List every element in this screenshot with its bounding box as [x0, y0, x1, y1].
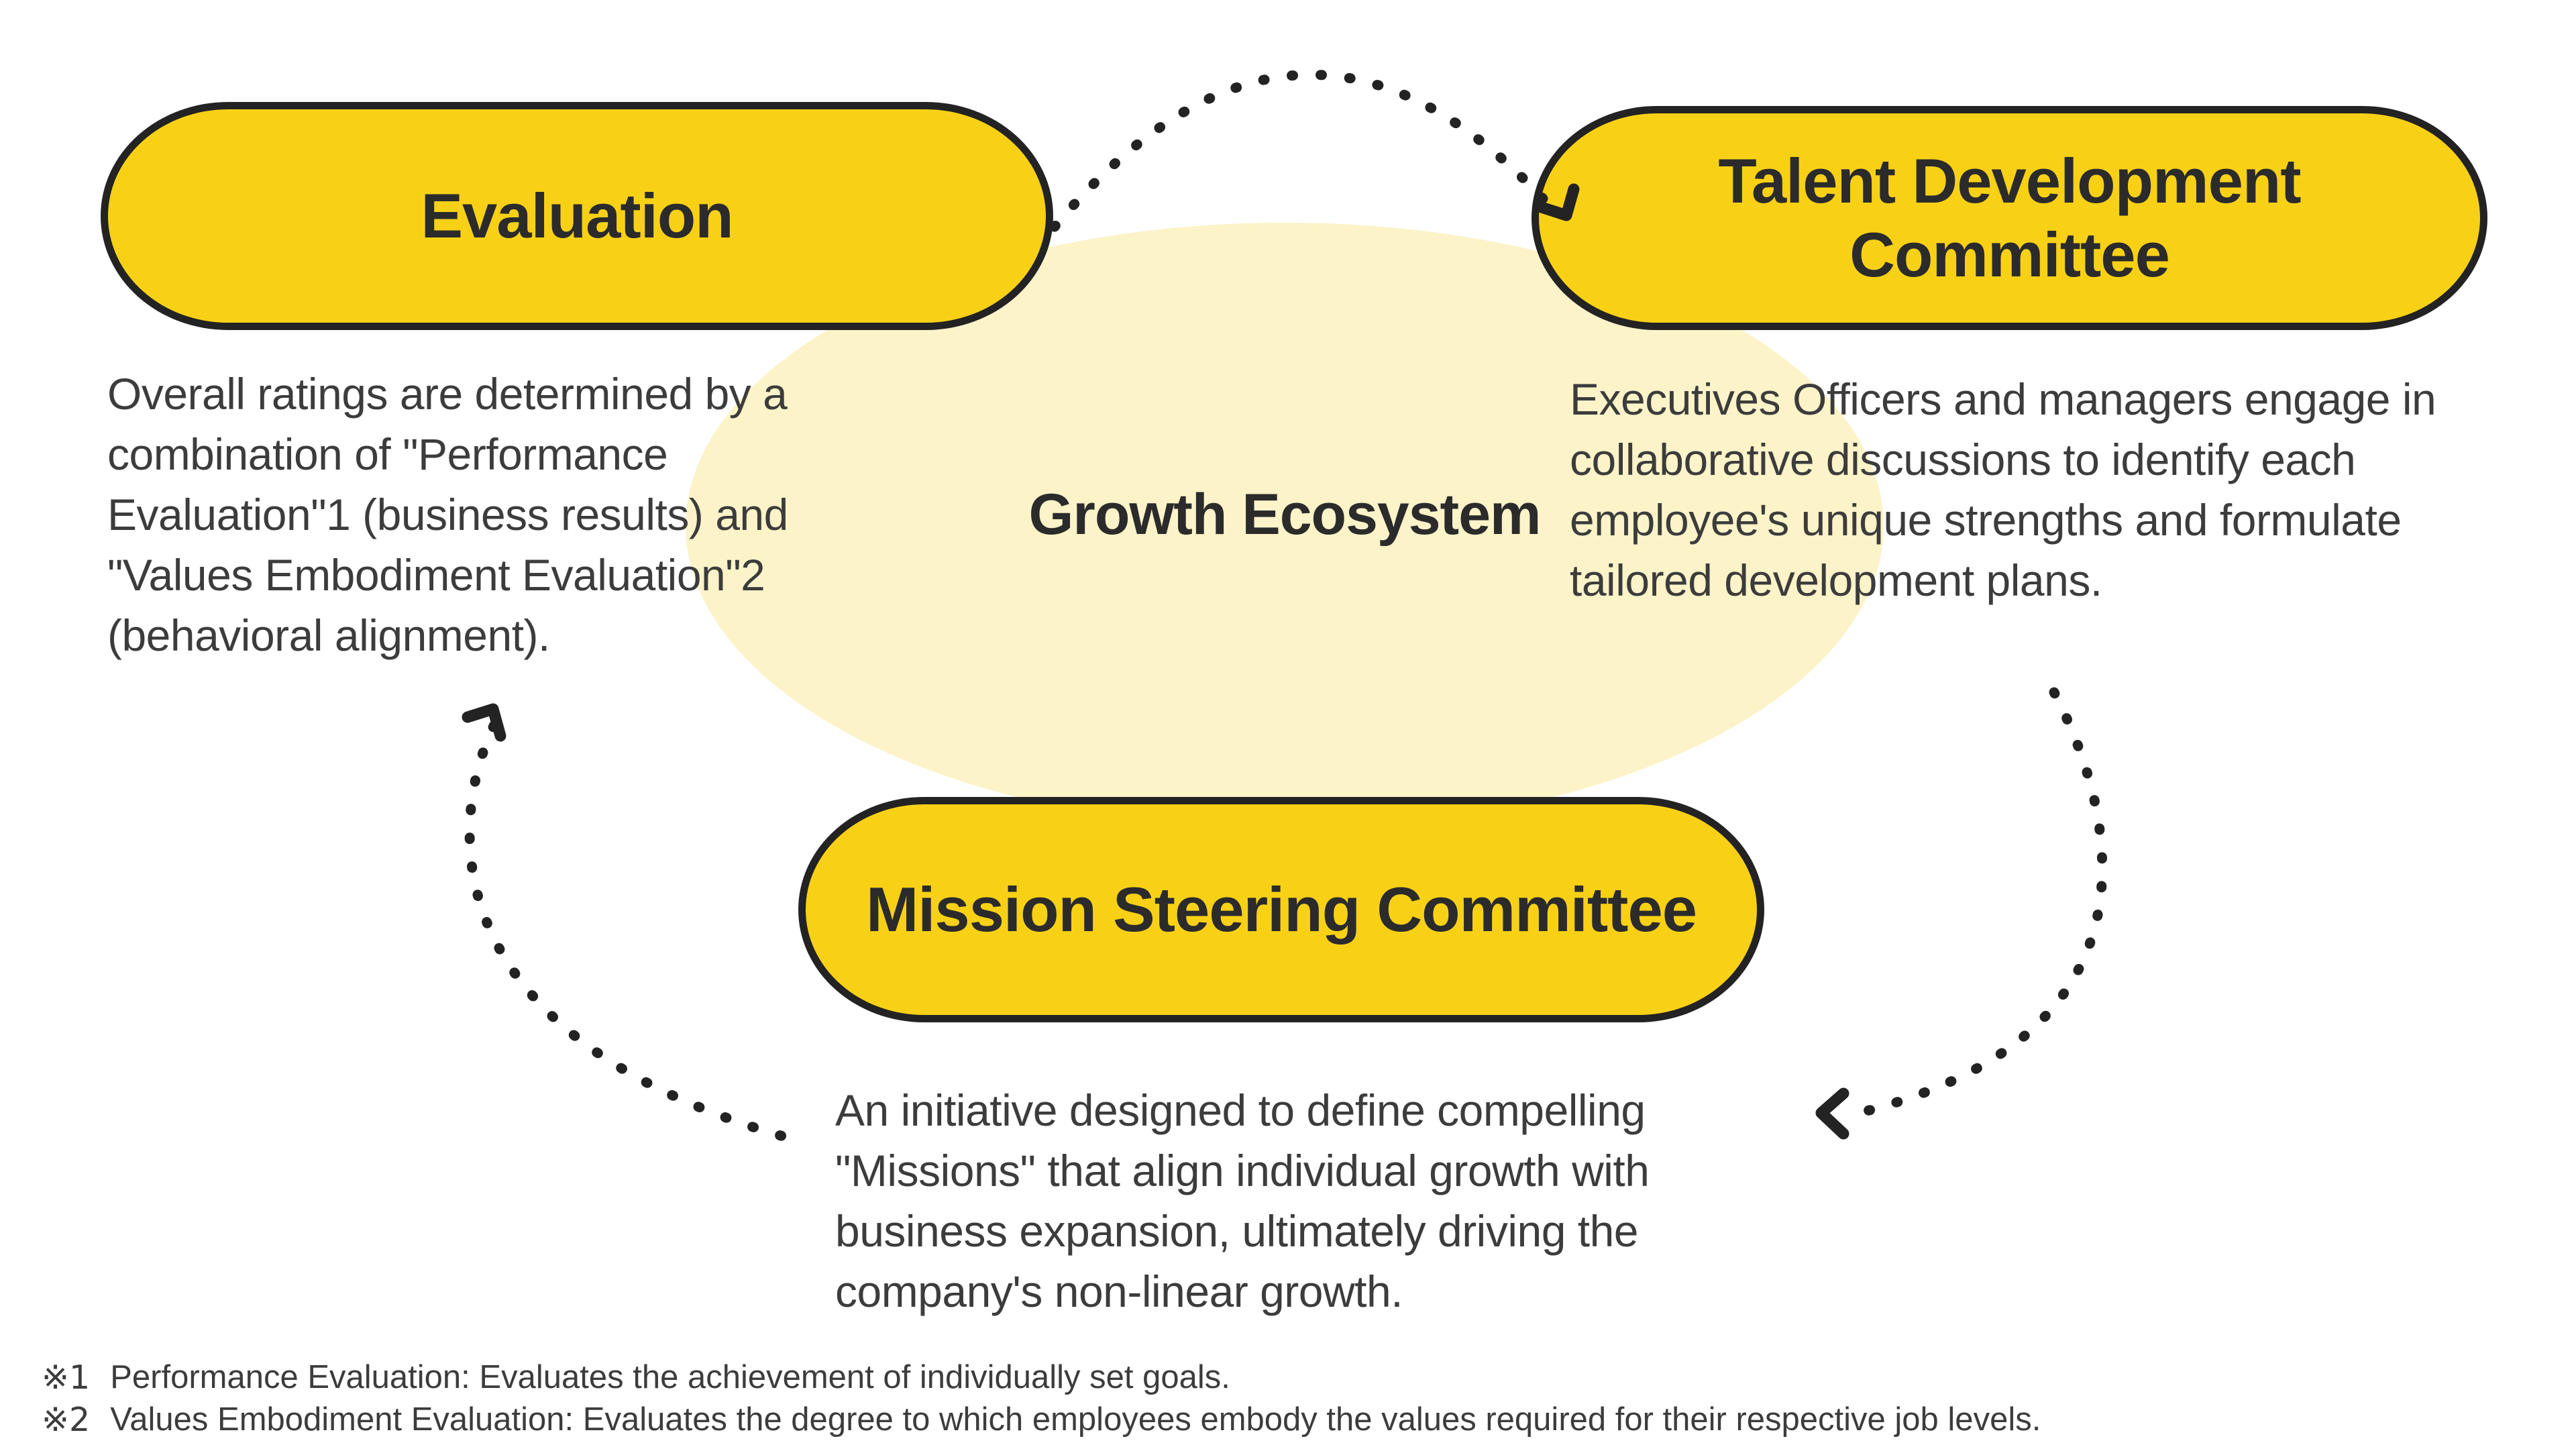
center-label: Growth Ecosystem [1028, 482, 1542, 547]
pill-mission-steering-committee: Mission Steering Committee [798, 797, 1764, 1022]
talent-committee-description: Executives Officers and managers engage … [1570, 374, 2436, 605]
arrowhead-into-mission-icon [1815, 1087, 1849, 1140]
footnote-1-text: Performance Evaluation: Evaluates the ac… [110, 1359, 1230, 1395]
pill-talent-title: Talent Development Committee [1718, 146, 2301, 290]
footnote-2-text: Values Embodiment Evaluation: Evaluates … [110, 1401, 2041, 1438]
pill-mission-title: Mission Steering Committee [866, 874, 1697, 945]
footnote-1-marker: ※1 [42, 1358, 91, 1397]
footnotes: ※1 Performance Evaluation: Evaluates the… [42, 1356, 2041, 1441]
pill-evaluation-title: Evaluation [421, 180, 733, 252]
evaluation-description: Overall ratings are determined by a comb… [107, 369, 788, 660]
mission-committee-description: An initiative designed to define compell… [835, 1085, 1650, 1316]
pill-talent-development-committee: Talent Development Committee [1532, 106, 2487, 330]
footnote-1: ※1 Performance Evaluation: Evaluates the… [42, 1356, 2041, 1399]
footnote-2-marker: ※2 [42, 1401, 91, 1439]
dotted-arc-mission-to-evaluation [464, 720, 796, 1144]
arrowhead-into-evaluation-icon [462, 703, 506, 742]
footnote-2: ※2 Values Embodiment Evaluation: Evaluat… [42, 1399, 2041, 1441]
arrowhead-into-talent-icon [1536, 183, 1580, 221]
dotted-arc-talent-to-mission [1856, 687, 2108, 1118]
dotted-arc-evaluation-to-talent [1049, 70, 1562, 232]
pill-evaluation: Evaluation [101, 102, 1053, 330]
